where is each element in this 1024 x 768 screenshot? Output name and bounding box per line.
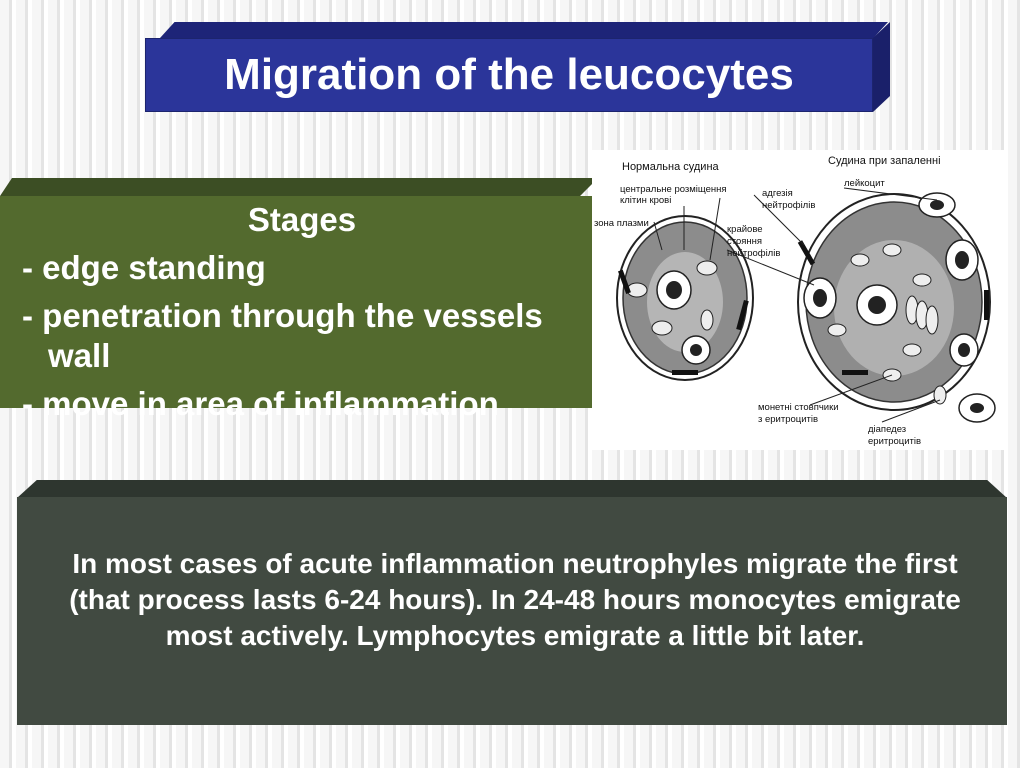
diagram-labels: Нормальна судина Судина при запаленні це… — [594, 155, 941, 447]
label-rouleaux: монетні стовпчики — [758, 402, 839, 413]
stages-heading: Stages — [247, 201, 357, 238]
label-marginal: нейтрофілів — [727, 248, 780, 259]
inflamed-vessel — [797, 192, 996, 423]
info-text: In most cases of acute inflammation neut… — [69, 548, 961, 651]
label-central-cells: клітин крові — [620, 195, 671, 206]
vessel-diagram-svg: Нормальна судина Судина при запаленні це… — [594, 155, 996, 447]
pointer-lines — [653, 187, 941, 423]
label-central-cells: центральне розміщення — [620, 184, 727, 195]
title-banner-top-edge — [160, 22, 888, 38]
stage-item: - penetration through the vessels wall — [22, 297, 543, 374]
title-banner — [145, 38, 873, 112]
stage-item: - move in area of inflammation — [22, 385, 499, 422]
stages-panel — [0, 196, 592, 408]
label-adhesion: нейтрофілів — [762, 200, 815, 211]
info-panel — [17, 497, 1007, 725]
label-marginal: крайове — [727, 224, 763, 235]
label-normal-vessel: Нормальна судина — [622, 161, 720, 173]
slide-title: Migration of the leucocytes — [224, 50, 794, 99]
normal-vessel — [616, 215, 754, 381]
stages-panel-top-edge — [0, 178, 598, 196]
label-rouleaux: з еритроцитів — [758, 414, 818, 425]
label-marginal: стояння — [727, 236, 762, 247]
label-diapedesis: діапедез — [868, 424, 906, 435]
info-panel-top-edge — [17, 480, 1007, 498]
label-leukocyte: лейкоцит — [844, 178, 885, 189]
title-banner-side-edge — [873, 22, 890, 112]
stages-list: Stages - edge standing - penetration thr… — [22, 200, 582, 432]
stage-item: - edge standing — [22, 249, 266, 286]
vessel-diagram: Нормальна судина Судина при запаленні це… — [592, 150, 1004, 450]
label-plasma-zone: зона плазми — [594, 218, 649, 229]
label-adhesion: адгезія — [762, 188, 793, 199]
label-inflamed-vessel: Судина при запаленні — [828, 155, 941, 167]
label-diapedesis: еритроцитів — [868, 436, 921, 447]
